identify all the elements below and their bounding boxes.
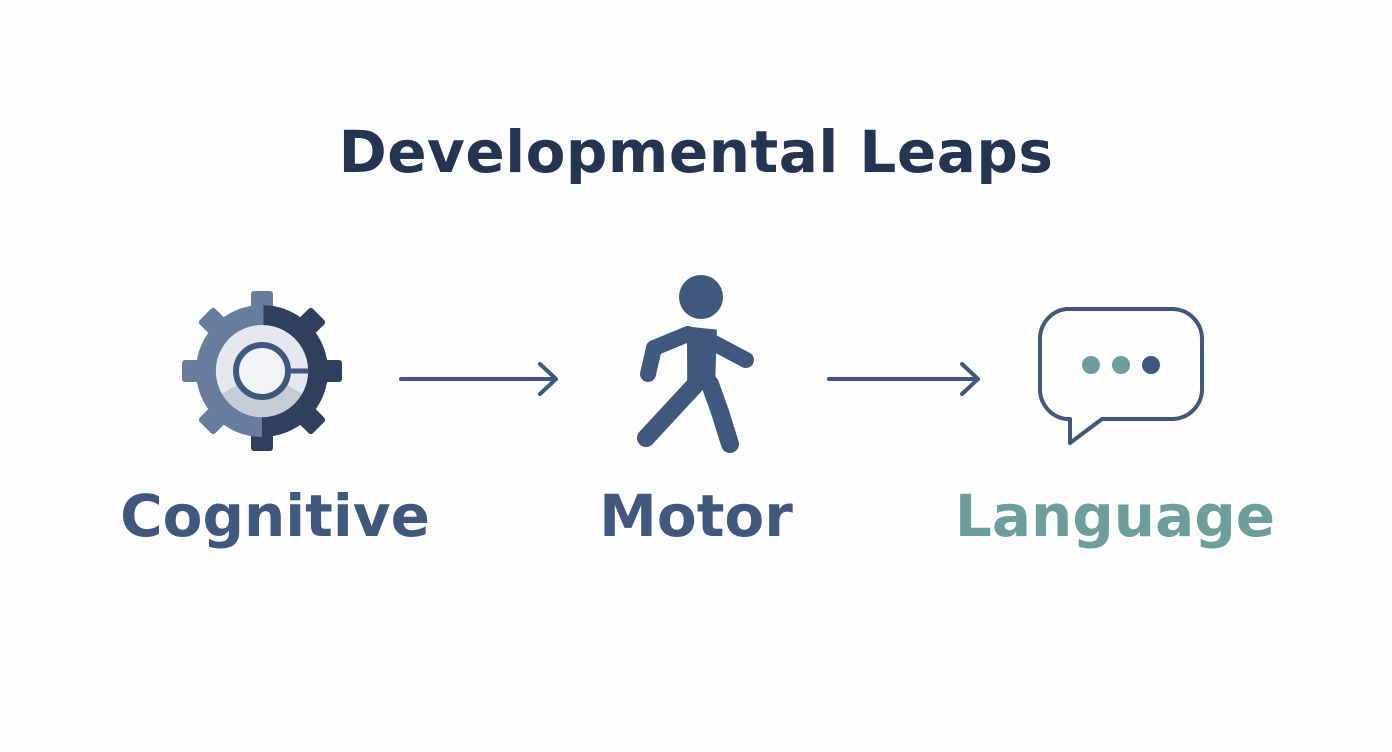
stage-label-language: Language [954,482,1276,550]
speech-bubble-icon [1037,307,1204,445]
arrow-right-icon [399,362,558,396]
walking-person-icon [637,275,754,453]
stage-label-motor: Motor [599,482,793,550]
arrow-right-icon [827,362,980,396]
page-title: Developmental Leaps [338,118,1054,186]
stage-label-cognitive: Cognitive [120,482,430,550]
gear-icon [182,291,342,451]
